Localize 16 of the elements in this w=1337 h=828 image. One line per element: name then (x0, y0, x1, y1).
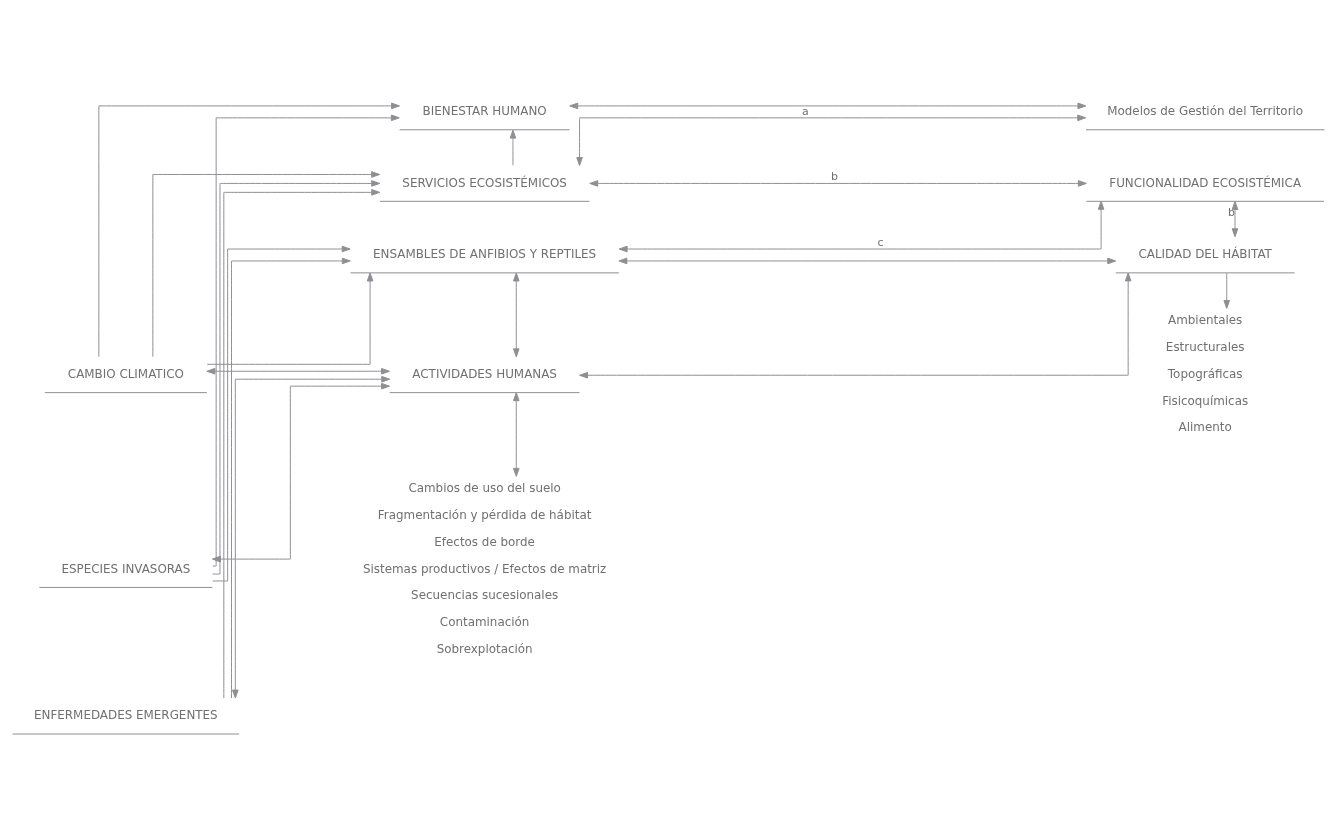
node-text: ESPECIES INVASORAS (61, 561, 191, 576)
node-text: ENSAMBLES DE ANFIBIOS Y REPTILES (373, 247, 597, 262)
node-text: ACTIVIDADES HUMANAS (412, 366, 557, 381)
node-text: ENFERMEDADES EMERGENTES (34, 708, 218, 723)
node-text: Ambientales Estructurales Topográficas Fisicoquímicas Alimento (1162, 313, 1249, 435)
node-text: CAMBIO CLIMATICO (67, 366, 184, 381)
edge-label: b (831, 170, 839, 184)
node-text: SERVICIOS ECOSISTÉMICOS (402, 175, 567, 190)
node-text: Modelos de Gestión del Territorio (1107, 103, 1304, 118)
edge-label: b (1228, 205, 1235, 219)
node-text: CALIDAD DEL HÁBITAT (1138, 247, 1272, 262)
node-text: FUNCIONALIDAD ECOSISTÉMICA (1109, 175, 1302, 190)
edge-label: c (877, 235, 884, 249)
node-text: BIENESTAR HUMANO (422, 103, 547, 118)
node-text: Cambios de uso del suelo Fragmentación y pérdida de hábitat Efectos de borde Sistemas productivos / Efectos de matriz Secuencias sucesionales Contaminación Sobrexplotación (362, 481, 607, 657)
edge-label: a (801, 104, 809, 118)
